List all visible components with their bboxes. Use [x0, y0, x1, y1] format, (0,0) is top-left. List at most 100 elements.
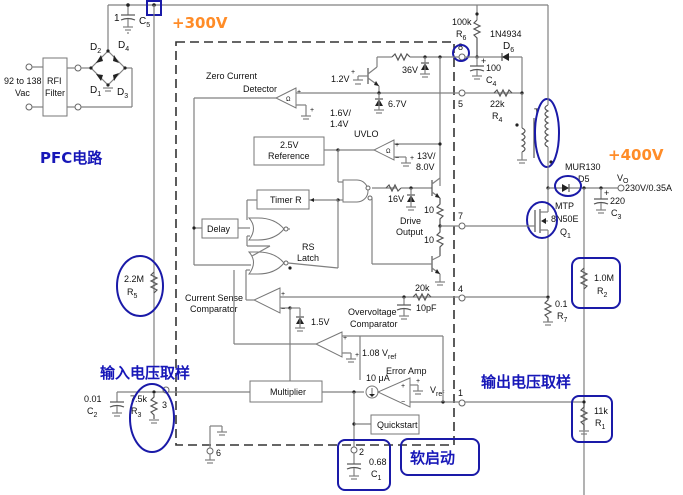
- svg-text:1.6V/: 1.6V/: [330, 108, 352, 118]
- resistor-r1: 11k R1: [571, 395, 613, 443]
- svg-text:Ω: Ω: [386, 149, 391, 155]
- svg-text:R7: R7: [557, 311, 568, 324]
- resistor-r7: 0.1 R7: [543, 297, 568, 326]
- svg-text:Ω: Ω: [286, 97, 291, 103]
- resistor-r5: 2.2M R5: [116, 255, 164, 317]
- delay-block: Delay: [192, 218, 250, 239]
- svg-text:+: +: [604, 188, 609, 198]
- svg-text:Quickstart: Quickstart: [377, 420, 418, 430]
- svg-text:+: +: [416, 378, 420, 385]
- vcc-clamp: 1.2V + 36V 6.7V: [331, 52, 459, 186]
- annotation-output-sample: 输出电压取样: [481, 373, 571, 391]
- resistor-r4: 22k R4: [490, 88, 513, 124]
- c5-value: 1: [114, 13, 120, 24]
- svg-text:Drive: Drive: [400, 216, 421, 226]
- svg-text:+: +: [355, 352, 359, 359]
- svg-text:0.1: 0.1: [555, 299, 568, 309]
- zero-current-detector: Zero Current Detector Ω + − + 1.6V/ 1.4V: [193, 71, 459, 265]
- svg-text:C2: C2: [87, 406, 98, 419]
- svg-text:C4: C4: [486, 75, 497, 88]
- svg-text:Timer R: Timer R: [270, 195, 302, 205]
- svg-text:D3: D3: [117, 87, 128, 100]
- svg-text:4: 4: [458, 284, 463, 294]
- rfi-filter: RFI Filter: [42, 57, 82, 117]
- pin-2: [350, 446, 358, 454]
- svg-text:20k: 20k: [415, 283, 430, 293]
- svg-text:10 μA: 10 μA: [366, 373, 390, 383]
- diode-d5: MUR130 D5: [554, 162, 601, 197]
- svg-text:10: 10: [424, 205, 434, 215]
- pin-1: [458, 399, 466, 407]
- error-amplifier: 10 μA + − + Vref Error Amp: [360, 335, 459, 408]
- svg-text:D1: D1: [90, 85, 101, 98]
- svg-text:1: 1: [458, 388, 463, 398]
- svg-text:100: 100: [486, 63, 501, 73]
- capacitor-c4: + 100 C4: [469, 56, 501, 88]
- svg-text:C3: C3: [611, 208, 622, 221]
- svg-text:R5: R5: [127, 287, 138, 300]
- svg-text:Error Amp: Error Amp: [386, 366, 427, 376]
- svg-text:C1: C1: [371, 469, 382, 482]
- ic-boundary: [175, 41, 455, 446]
- drive-output-stage: 16V 10 10 Drive Output: [371, 177, 459, 286]
- svg-text:+: +: [410, 155, 414, 162]
- svg-text:1N4934: 1N4934: [490, 29, 522, 39]
- svg-text:Filter: Filter: [45, 88, 65, 98]
- highlight-soft-start: [400, 438, 480, 476]
- highlight-r1: [571, 395, 613, 443]
- pin-4: [458, 294, 466, 302]
- output-rating: 230V/0.35A: [625, 183, 672, 193]
- svg-text:Q1: Q1: [560, 227, 571, 240]
- quickstart-block: Quickstart: [352, 392, 420, 448]
- svg-text:+: +: [310, 107, 314, 114]
- svg-text:22k: 22k: [490, 99, 505, 109]
- svg-text:−: −: [281, 306, 285, 313]
- pin-7: [458, 222, 466, 230]
- svg-text:Overvoltage: Overvoltage: [348, 307, 397, 317]
- svg-text:3: 3: [162, 400, 167, 410]
- svg-text:1.0M: 1.0M: [594, 273, 614, 283]
- svg-text:2.5V: 2.5V: [280, 140, 299, 150]
- highlight-q1: [526, 201, 558, 239]
- pin-8: [458, 53, 466, 61]
- ac-input: 92 to 138 Vac: [4, 63, 43, 111]
- capacitor-c3: + 220 C3: [593, 188, 625, 221]
- highlight-r5: [116, 255, 164, 317]
- capacitor-c1: 0.68 C1: [337, 439, 391, 491]
- svg-text:2: 2: [359, 447, 364, 457]
- svg-text:RS: RS: [302, 242, 315, 252]
- svg-text:2.2M: 2.2M: [124, 274, 144, 284]
- multiplier-block: Multiplier: [249, 380, 364, 403]
- pin-6-ground: 6: [205, 425, 227, 464]
- svg-text:RFI: RFI: [47, 76, 62, 86]
- resistor-r6: 100k R6: [452, 17, 482, 56]
- highlight-c1: [337, 439, 391, 491]
- mosfet-q1: MTP 8N50E Q1: [526, 188, 579, 295]
- resistor-r3: 7.5k R3: [129, 383, 175, 453]
- annotation-soft-start: 软启动: [410, 449, 455, 467]
- svg-text:6.7V: 6.7V: [388, 99, 407, 109]
- svg-text:Vref: Vref: [430, 385, 444, 398]
- svg-text:R2: R2: [597, 286, 608, 299]
- output-terminal: [617, 184, 625, 192]
- svg-text:−: −: [401, 399, 405, 406]
- svg-text:1.2V: 1.2V: [331, 74, 350, 84]
- svg-text:Delay: Delay: [207, 224, 231, 234]
- svg-text:Detector: Detector: [243, 84, 277, 94]
- rs-latch: RS Latch: [194, 217, 339, 300]
- svg-text:UVLO: UVLO: [354, 129, 379, 139]
- svg-text:7.5k: 7.5k: [130, 394, 148, 404]
- and-gate: [336, 179, 373, 203]
- transformer-t: T: [517, 98, 560, 168]
- svg-text:220: 220: [610, 196, 625, 206]
- svg-text:D2: D2: [90, 42, 101, 55]
- svg-text:10pF: 10pF: [416, 303, 437, 313]
- svg-text:6: 6: [216, 448, 221, 458]
- svg-text:+: +: [481, 56, 486, 66]
- timer-block: Timer R: [246, 189, 339, 268]
- rc-filter: 20k 10pF: [396, 283, 437, 320]
- reference-block: 2.5V Reference: [253, 136, 374, 182]
- annotation-400v: +400V: [608, 146, 664, 164]
- capacitor-c5: 1 C5: [114, 3, 150, 34]
- svg-text:0.01: 0.01: [84, 394, 102, 404]
